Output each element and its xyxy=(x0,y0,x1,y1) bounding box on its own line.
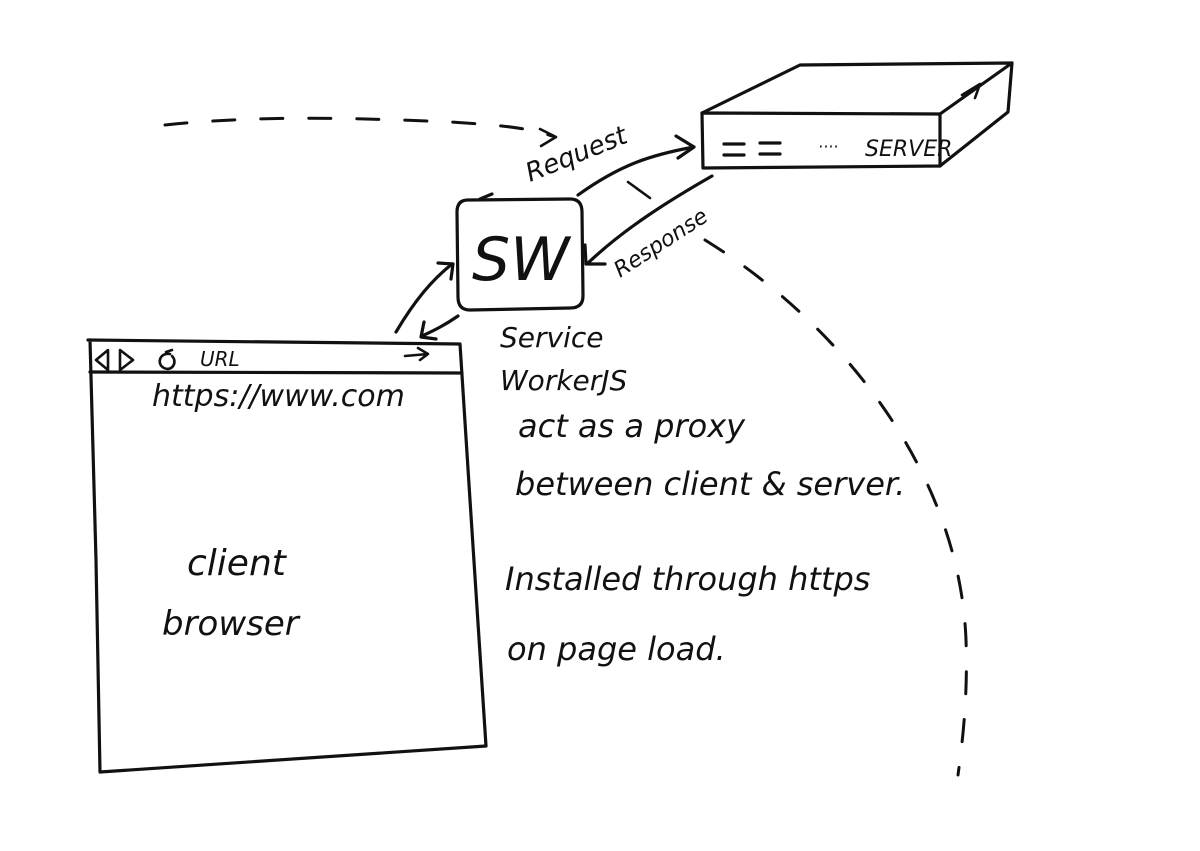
sw-box-outline xyxy=(455,197,585,312)
client-browser-window: URL https://www.com client browser xyxy=(86,338,488,774)
server-equals-sign xyxy=(722,141,782,157)
response-label: Response xyxy=(610,204,713,283)
note-line1: act as a proxy xyxy=(518,407,746,445)
server-label: SERVER xyxy=(865,137,952,162)
server-dots: ···· xyxy=(818,137,838,156)
browser-body-line1: client xyxy=(187,543,288,584)
server-top-arrowhead xyxy=(960,82,982,100)
server-top-face xyxy=(700,61,1014,116)
response-tick xyxy=(626,180,652,200)
dashed-arc-path xyxy=(703,238,968,777)
request-arrow xyxy=(576,145,696,197)
note-line2: between client & server. xyxy=(515,465,905,503)
request-label: Request xyxy=(521,120,632,188)
browser-to-sw-arrow xyxy=(394,262,454,334)
forward-icon xyxy=(118,348,135,372)
server-side-face xyxy=(938,61,1014,168)
response-arrow xyxy=(586,174,714,265)
server-box: ···· SERVER xyxy=(700,61,1014,170)
back-icon xyxy=(94,348,110,372)
sw-to-browser-arrowhead xyxy=(419,320,438,341)
sw-caption-line1: Service xyxy=(500,321,603,354)
dashed-request-path xyxy=(163,116,554,138)
sw-to-browser-arrow xyxy=(420,314,460,338)
browser-toolbar-divider xyxy=(88,370,464,375)
browser-toolbar: URL xyxy=(94,346,430,372)
sw-corner-mark xyxy=(478,192,494,201)
browser-body-line2: browser xyxy=(162,604,301,644)
note-line3: Installed through https xyxy=(505,560,870,598)
reload-icon xyxy=(158,348,176,371)
browser-outline xyxy=(86,338,488,774)
service-worker-box: SW xyxy=(455,192,585,312)
request-arrowhead xyxy=(674,134,696,160)
url-label: URL xyxy=(200,347,240,371)
sw-box-label: SW xyxy=(472,225,572,295)
note-line4: on page load. xyxy=(507,630,726,668)
browser-to-sw-arrowhead xyxy=(436,261,455,281)
response-arrowhead xyxy=(583,243,607,266)
sw-caption-line2: WorkerJS xyxy=(500,364,627,397)
dashed-request-arrowhead xyxy=(538,127,558,148)
go-arrow-icon xyxy=(403,346,430,362)
address-text: https://www.com xyxy=(152,379,405,414)
